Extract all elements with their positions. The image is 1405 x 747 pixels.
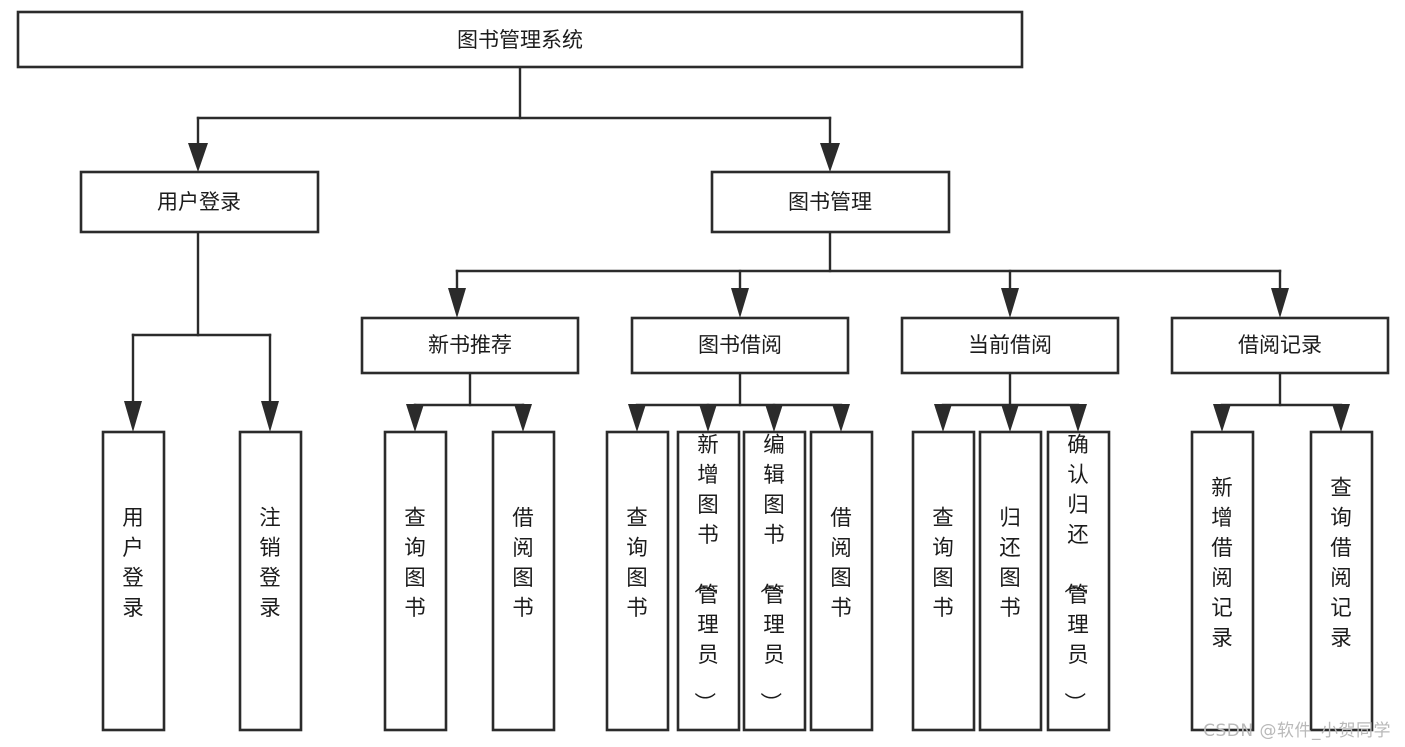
node-leaf-borrow-books-box[interactable] [809,430,874,732]
arrowhead-new-book-recommend [448,288,466,318]
node-current-borrow-box[interactable] [900,316,1120,375]
arrowhead-leaf-logout [261,401,279,432]
node-leaf-query-books-current-box[interactable] [911,430,976,732]
node-leaf-return-book-box[interactable] [978,430,1043,732]
arrowhead-leaf-add-book-admin [699,404,717,432]
node-leaf-user-login-box[interactable] [101,430,166,732]
node-leaf-return-book[interactable]: 归还图书 [978,430,1043,732]
node-leaf-return-book-label: 归还图书 [999,506,1021,621]
node-book-borrow-label: 图书借阅 [698,333,782,357]
node-new-book-recommend[interactable]: 新书推荐 [360,316,580,375]
node-leaf-confirm-return-admin-box[interactable] [1046,430,1111,732]
node-leaf-borrow-books[interactable]: 借阅图书 [809,430,874,732]
node-leaf-query-books-current[interactable]: 查询图书 [911,430,976,732]
node-user-login-box[interactable] [79,170,320,234]
node-borrow-record[interactable]: 借阅记录 [1170,316,1390,375]
node-leaf-edit-book-admin-label: 编辑图书（管理员） [757,433,785,714]
node-leaf-edit-book-admin-box[interactable] [742,430,807,732]
arrowhead-book-borrow [731,288,749,318]
arrowhead-leaf-borrow-books-rec [514,404,532,432]
arrowhead-leaf-confirm-return-admin [1069,404,1087,432]
node-leaf-confirm-return-admin-label: 确认归还（管理员） [1061,433,1089,714]
node-leaf-query-borrow-record[interactable]: 查询借阅记录 [1309,430,1374,732]
node-leaf-user-login-label: 用户登录 [122,506,144,621]
node-new-book-recommend-box[interactable] [360,316,580,375]
node-leaf-query-books-rec[interactable]: 查询图书 [383,430,448,732]
node-leaf-borrow-books-rec[interactable]: 借阅图书 [491,430,556,732]
node-leaf-query-books-borrow[interactable]: 查询图书 [605,430,670,732]
node-leaf-confirm-return-admin[interactable]: 确认归还（管理员） [1046,430,1111,732]
arrowhead-leaf-borrow-books [832,404,850,432]
node-leaf-logout-box[interactable] [238,430,303,732]
node-leaf-query-books-current-label: 查询图书 [932,506,954,621]
arrowhead-leaf-add-borrow-record [1213,404,1231,432]
node-book-manage-box[interactable] [710,170,951,234]
connector-layer [124,65,1350,432]
arrowhead-current-borrow [1001,288,1019,318]
node-leaf-add-book-admin-label: 新增图书（管理员） [691,433,719,714]
node-leaf-query-books-borrow-label: 查询图书 [626,506,648,621]
node-user-login[interactable]: 用户登录 [79,170,320,234]
node-leaf-borrow-books-label: 借阅图书 [830,506,852,621]
node-book-borrow[interactable]: 图书借阅 [630,316,850,375]
node-leaf-logout[interactable]: 注销登录 [238,430,303,732]
arrowhead-leaf-query-borrow-record [1332,404,1350,432]
arrowhead-leaf-user-login [124,401,142,432]
node-leaf-logout-label: 注销登录 [259,506,281,621]
node-leaf-query-borrow-record-box[interactable] [1309,430,1374,732]
node-leaf-add-book-admin-box[interactable] [676,430,741,732]
node-borrow-record-box[interactable] [1170,316,1390,375]
arrowhead-leaf-edit-book-admin [765,404,783,432]
node-leaf-borrow-books-rec-box[interactable] [491,430,556,732]
node-leaf-add-book-admin[interactable]: 新增图书（管理员） [676,430,741,732]
node-root-box[interactable] [16,10,1024,69]
node-leaf-user-login[interactable]: 用户登录 [101,430,166,732]
node-leaf-query-books-rec-box[interactable] [383,430,448,732]
arrowhead-borrow-record [1271,288,1289,318]
node-leaf-add-borrow-record[interactable]: 新增借阅记录 [1190,430,1255,732]
node-leaf-query-borrow-record-label: 查询借阅记录 [1330,476,1352,651]
node-leaf-query-books-borrow-box[interactable] [605,430,670,732]
arrowhead-leaf-query-books-rec [406,404,424,432]
node-leaf-add-borrow-record-box[interactable] [1190,430,1255,732]
node-book-manage-label: 图书管理 [788,190,872,214]
node-current-borrow[interactable]: 当前借阅 [900,316,1120,375]
node-borrow-record-label: 借阅记录 [1238,333,1322,357]
node-leaf-query-books-rec-label: 查询图书 [404,506,426,621]
arrowhead-leaf-query-books-borrow [628,404,646,432]
arrowhead-book-manage [820,143,840,172]
node-current-borrow-label: 当前借阅 [968,333,1052,357]
arrowhead-leaf-return-book [1001,404,1019,432]
arrowhead-leaf-query-books-current [934,404,952,432]
arrowhead-user-login [188,143,208,172]
node-user-login-label: 用户登录 [157,190,241,214]
node-leaf-edit-book-admin[interactable]: 编辑图书（管理员） [742,430,807,732]
node-leaf-add-borrow-record-label: 新增借阅记录 [1211,476,1233,651]
node-book-borrow-box[interactable] [630,316,850,375]
node-book-manage[interactable]: 图书管理 [710,170,951,234]
node-new-book-recommend-label: 新书推荐 [428,333,512,357]
node-root[interactable]: 图书管理系统 [16,10,1024,69]
node-leaf-borrow-books-rec-label: 借阅图书 [512,506,534,621]
node-root-label: 图书管理系统 [457,28,583,52]
